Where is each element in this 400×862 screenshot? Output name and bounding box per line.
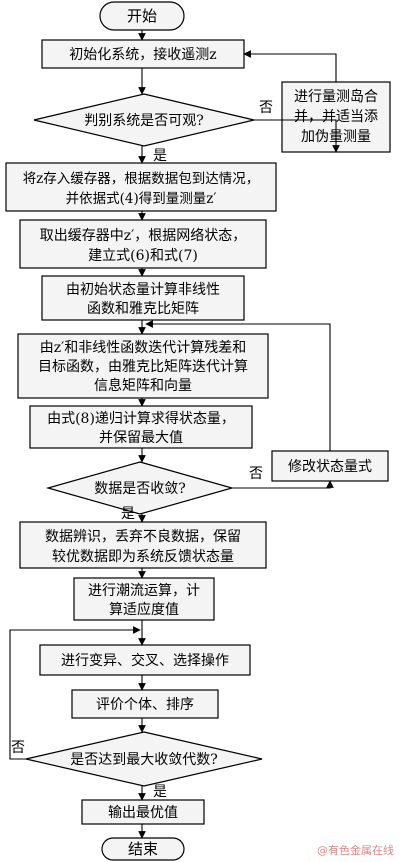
genetic-box — [39, 644, 251, 676]
maxgen-decision — [25, 731, 263, 787]
arrow-converge-no — [232, 480, 334, 489]
jacobian-label-1: 由初始状态量计算非线性 — [66, 281, 220, 298]
arrow-maxgen-no — [9, 626, 141, 760]
iterate-label-1: 由z′和非线性函数迭代计算残差和 — [40, 340, 247, 356]
fetch-label-2: 建立式(6)和式(7) — [88, 248, 198, 264]
end-label: 结束 — [128, 840, 158, 858]
powerflow-label-1: 进行潮流运算，计 — [88, 583, 200, 599]
merge-label-3: 加伪量测量 — [301, 129, 371, 145]
observable-no-label: 否 — [259, 100, 273, 116]
jacobian-box — [41, 275, 245, 321]
arrow-observable-no — [254, 119, 340, 153]
watermark: @有色金属在线 — [317, 844, 394, 857]
output-box — [81, 799, 205, 825]
store-label-2: 并依据式(4)得到量测量z′ — [66, 190, 217, 207]
init-label: 初始化系统，接收遥测z — [69, 46, 216, 63]
genetic-label: 进行变异、交叉、选择操作 — [61, 652, 229, 669]
fetch-label-1: 取出缓存器中z′，根据网络状态， — [40, 228, 247, 244]
iterate-label-3: 信息矩阵和向量 — [94, 377, 192, 394]
converge-label: 数据是否收敛? — [94, 481, 186, 497]
observable-decision — [33, 93, 255, 147]
merge-label-1: 进行量测岛合 — [294, 89, 378, 105]
powerflow-box — [73, 577, 215, 621]
store-box — [5, 162, 277, 212]
iterate-box — [17, 333, 269, 399]
maxgen-yes-label: 是 — [153, 784, 167, 800]
store-label-1: 将z存入缓存器，根据数据包到达情况， — [23, 171, 260, 187]
modify-label: 修改状态量式 — [288, 459, 372, 475]
jacobian-label-2: 函数和雅克比矩阵 — [87, 301, 199, 317]
arrow-modify-iterate — [145, 320, 331, 451]
recursive-label-2: 并保留最大值 — [99, 430, 183, 446]
iterate-label-2: 目标函数，由雅克比矩阵迭代计算 — [38, 359, 248, 375]
arrow-merge-init — [243, 50, 337, 82]
start-label: 开始 — [127, 7, 157, 25]
evaluate-label: 评价个体、排序 — [96, 697, 194, 713]
converge-yes-label: 是 — [121, 506, 135, 522]
output-label: 输出最优值 — [108, 805, 178, 821]
fetch-box — [19, 219, 267, 269]
evaluate-box — [71, 689, 219, 719]
identify-label-1: 数据辨识，丢弃不良数据，保留 — [45, 529, 241, 545]
observable-yes-label: 是 — [153, 148, 167, 164]
converge-decision — [45, 461, 235, 515]
maxgen-label: 是否达到最大收敛代数? — [70, 752, 218, 768]
observable-label: 判别系统是否可观? — [84, 113, 204, 129]
modify-box — [271, 450, 389, 482]
maxgen-no-label: 否 — [11, 740, 25, 756]
init-box — [41, 39, 245, 69]
converge-no-label: 否 — [249, 466, 263, 482]
recursive-box — [29, 405, 253, 449]
powerflow-label-2: 算适应度值 — [109, 601, 179, 618]
merge-label-2: 并，并适当添 — [294, 109, 378, 125]
identify-label-2: 较优数据即为系统反馈状态量 — [52, 549, 234, 565]
recursive-label-1: 由式(8)递归计算求得状态量， — [47, 410, 235, 427]
